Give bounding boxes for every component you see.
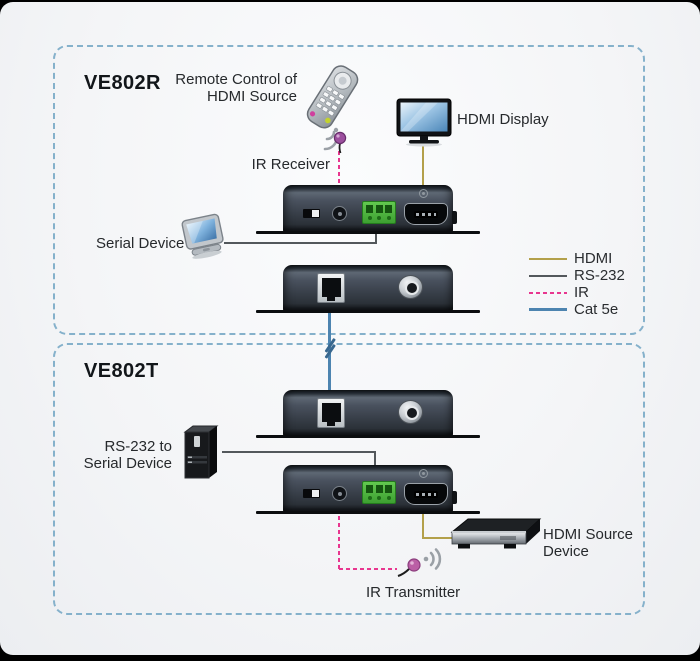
power-switch-icon: [303, 209, 320, 218]
rs232-cable-receiver-v: [375, 231, 377, 243]
mounting-flange: [256, 231, 480, 234]
legend-row-cat5e: Cat 5e: [529, 301, 625, 318]
hdmi-source-label-line1: HDMI Source: [543, 526, 634, 543]
receiver-title: VE802R: [84, 72, 161, 94]
hdmi-cable-transmitter-v: [422, 513, 424, 539]
hdmi-display-icon: [396, 98, 452, 147]
ve802r-extender-front-panel: [256, 185, 480, 234]
power-jack-icon: [398, 275, 423, 299]
legend-label-cat5e: Cat 5e: [574, 301, 619, 318]
ir-receiver-label: IR Receiver: [251, 156, 330, 173]
ir-receiver-icon: [333, 131, 347, 154]
ir-cable-receiver: [338, 151, 340, 186]
signal-waves-icon: [429, 548, 442, 570]
ir-port-icon: [332, 206, 347, 221]
legend-label-hdmi: HDMI: [574, 250, 613, 267]
legend: HDMI RS-232 IR Cat 5e: [529, 250, 625, 318]
remote-control-label-line1: Remote Control of: [175, 71, 297, 88]
remote-control-label-line2: HDMI Source: [206, 88, 297, 105]
remote-control-label: Remote Control of HDMI Source: [150, 71, 297, 105]
ve802t-extender-front-panel: [256, 465, 480, 514]
power-switch-icon: [303, 489, 320, 498]
hdmi-source-device-icon: [450, 518, 542, 549]
legend-row-rs232: RS-232: [529, 267, 625, 284]
transmitter-title: VE802T: [84, 360, 159, 382]
legend-label-ir: IR: [574, 284, 589, 301]
rs232-cable-transmitter-v: [374, 451, 376, 467]
legend-row-ir: IR: [529, 284, 625, 301]
rs232-serial-label-line2: Serial Device: [83, 455, 172, 472]
legend-line-ir: [529, 291, 567, 294]
power-jack-icon: [398, 400, 423, 424]
ir-port-icon: [332, 486, 347, 501]
hdmi-cable-receiver: [422, 143, 424, 187]
rs232-terminal-block-icon: [362, 481, 396, 504]
legend-row-hdmi: HDMI: [529, 250, 625, 267]
transmitter-section-box: [53, 343, 645, 615]
serial-device-icon: [181, 213, 224, 259]
rs232-cable-receiver-h: [224, 242, 377, 244]
serial-device-label: Serial Device: [96, 235, 185, 252]
screw-hole-icon: [419, 469, 428, 478]
hdmi-cable-transmitter-h: [422, 537, 455, 539]
mounting-flange: [256, 435, 480, 438]
ir-cable-transmitter-h: [339, 568, 397, 570]
rj45-port-icon: [317, 398, 345, 428]
rs232-cable-transmitter-h: [222, 451, 376, 453]
hdmi-source-label-line2: Device: [543, 543, 589, 560]
mounting-flange: [256, 310, 480, 313]
hdmi-source-label: HDMI Source Device: [543, 526, 633, 560]
legend-line-hdmi: [529, 257, 567, 260]
side-tab: [452, 491, 457, 504]
hdmi-display-label: HDMI Display: [457, 111, 549, 128]
legend-line-rs232: [529, 274, 567, 277]
rj45-port-icon: [317, 273, 345, 303]
ir-cable-transmitter-v: [338, 516, 340, 570]
rs232-serial-label: RS-232 to Serial Device: [60, 438, 172, 472]
legend-line-cat5e: [529, 308, 567, 311]
hdmi-port-icon: [404, 483, 448, 505]
side-tab: [452, 211, 457, 224]
rs232-serial-label-line1: RS-232 to: [104, 438, 172, 455]
legend-label-rs232: RS-232: [574, 267, 625, 284]
ve802r-extender-rear-panel: [256, 265, 480, 313]
hdmi-port-icon: [404, 203, 448, 225]
ir-transmitter-label: IR Transmitter: [366, 584, 461, 601]
ir-transmitter-icon: [397, 548, 442, 577]
receiver-section-box: [53, 45, 645, 335]
screw-hole-icon: [419, 189, 428, 198]
tower-pc-icon: [183, 425, 219, 479]
mounting-flange: [256, 511, 480, 514]
rs232-terminal-block-icon: [362, 201, 396, 224]
ve802t-extender-rear-panel: [256, 390, 480, 438]
remote-control-icon: [306, 65, 359, 151]
